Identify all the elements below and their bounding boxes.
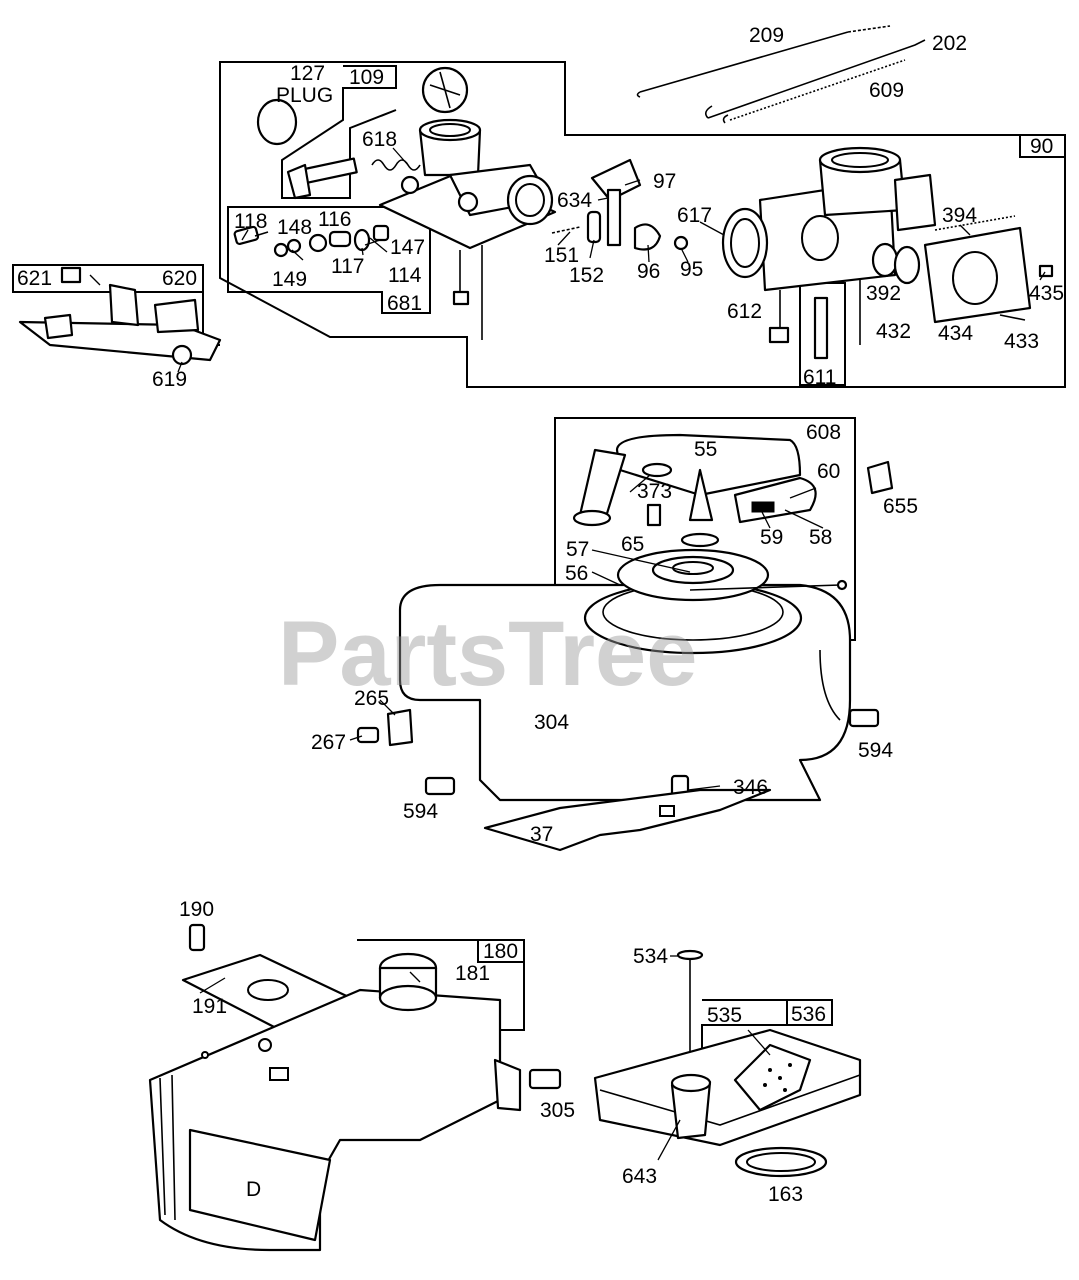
label-114: 114 <box>388 264 422 287</box>
lower-carburetor-body <box>721 146 937 360</box>
label-65: 65 <box>621 533 644 556</box>
carburetor-frame <box>219 61 1066 388</box>
label-117: 117 <box>331 255 364 278</box>
label-90: 90 <box>1030 135 1053 158</box>
label-617: 617 <box>677 204 712 227</box>
label-304: 304 <box>534 711 569 734</box>
throttle-bracket-section <box>12 264 222 366</box>
label-149: 149 <box>272 268 307 291</box>
starter-cover <box>615 433 802 497</box>
fuel-tank-section <box>148 923 562 1252</box>
label-346: 346 <box>733 776 768 799</box>
label-612: 612 <box>727 300 762 323</box>
label-620: 620 <box>162 267 197 290</box>
label-96: 96 <box>637 260 660 283</box>
label-434: 434 <box>938 322 973 345</box>
label-180: 180 <box>483 940 518 963</box>
carburetor-section <box>219 25 1066 388</box>
label-37: 37 <box>530 823 553 846</box>
plug-cap <box>256 98 298 146</box>
label-643: 643 <box>622 1165 657 1188</box>
label-681: 681 <box>387 292 422 315</box>
label-621: 621 <box>17 267 52 290</box>
label-116: 116 <box>318 208 351 231</box>
label-432: 432 <box>876 320 911 343</box>
label-609: 609 <box>869 79 904 102</box>
label-634: 634 <box>557 189 592 212</box>
label-209: 209 <box>749 24 784 47</box>
label-392: 392 <box>866 282 901 305</box>
label-619: 619 <box>152 368 187 391</box>
label-109: 109 <box>349 66 384 89</box>
tank-mark: D <box>246 1178 261 1201</box>
label-265: 265 <box>354 687 389 710</box>
label-190: 190 <box>179 898 214 921</box>
watermark: PartsTree <box>278 603 697 705</box>
label-57: 57 <box>566 538 589 561</box>
label-59: 59 <box>760 526 783 549</box>
frame-180 <box>357 939 525 1031</box>
label-534: 534 <box>633 945 668 968</box>
label-55: 55 <box>694 438 717 461</box>
plug-label: PLUG <box>276 84 333 107</box>
label-394: 394 <box>942 204 977 227</box>
label-594-left: 594 <box>403 800 438 823</box>
air-cleaner-section <box>593 949 862 1178</box>
label-118: 118 <box>234 210 267 233</box>
label-147: 147 <box>390 236 425 259</box>
label-535: 535 <box>707 1004 742 1027</box>
label-435: 435 <box>1029 282 1064 305</box>
label-97: 97 <box>653 170 676 193</box>
label-202: 202 <box>932 32 967 55</box>
governor-link-group <box>636 25 926 124</box>
label-148: 148 <box>277 216 312 239</box>
label-191: 191 <box>192 995 227 1018</box>
label-163: 163 <box>768 1183 803 1206</box>
frame-90 <box>1019 134 1066 158</box>
blower-housing-section <box>356 417 894 852</box>
label-95: 95 <box>680 258 703 281</box>
label-60: 60 <box>817 460 840 483</box>
label-594-right: 594 <box>858 739 893 762</box>
air-cleaner-base <box>593 1028 862 1147</box>
label-127: 127 <box>290 62 325 85</box>
label-608: 608 <box>806 421 841 444</box>
label-618: 618 <box>362 128 397 151</box>
label-58: 58 <box>809 526 832 549</box>
label-373: 373 <box>637 480 672 503</box>
label-536: 536 <box>791 1003 826 1026</box>
label-152: 152 <box>569 264 604 287</box>
air-guide-baffle <box>483 788 772 852</box>
leader-lines <box>89 147 1046 1161</box>
label-151: 151 <box>544 244 579 267</box>
label-267: 267 <box>311 731 346 754</box>
label-305: 305 <box>540 1099 575 1122</box>
label-611: 611 <box>803 366 836 389</box>
label-181: 181 <box>455 962 490 985</box>
label-655: 655 <box>883 495 918 518</box>
label-433: 433 <box>1004 330 1039 353</box>
part-labels: 109 90 620 681 611 608 180 536 PLUG 209 … <box>17 24 1064 1206</box>
upper-carburetor-body <box>378 118 557 340</box>
label-56: 56 <box>565 562 588 585</box>
